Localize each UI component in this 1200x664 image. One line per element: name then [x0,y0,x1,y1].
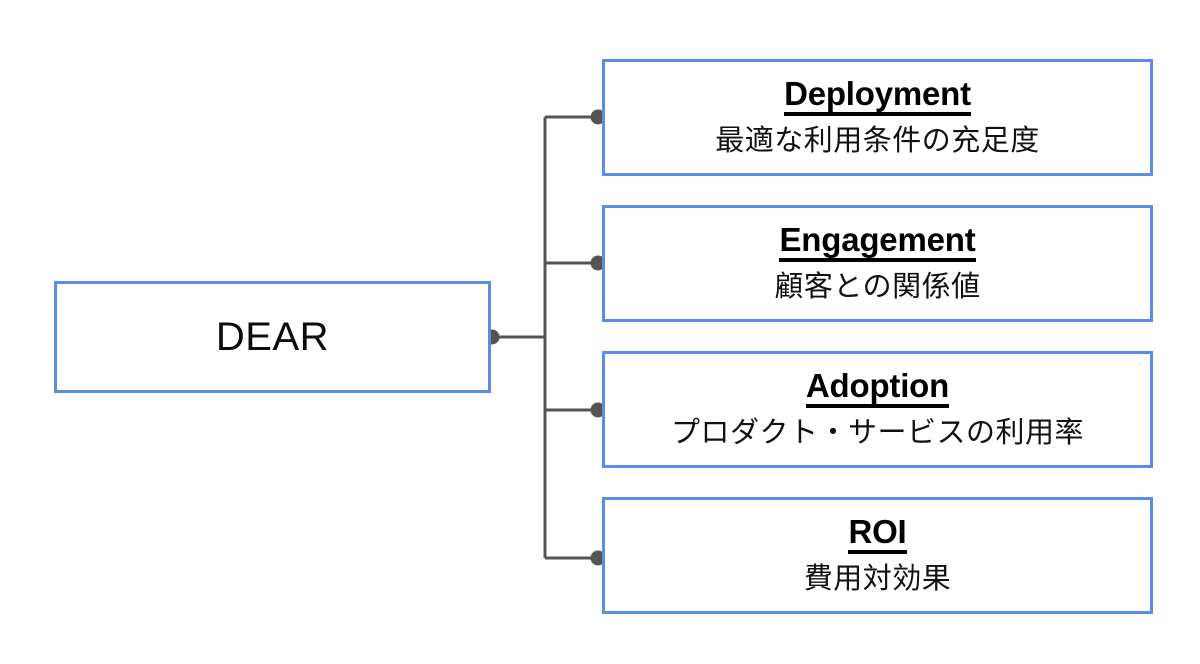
branch-description: 顧客との関係値 [774,271,981,304]
root-node[interactable]: DEAR [54,281,491,393]
branch-description: 費用対効果 [803,563,952,596]
branch-node-engagement[interactable]: Engagement 顧客との関係値 [602,205,1153,322]
branch-title: Engagement [779,221,976,263]
branch-description: プロダクト・サービスの利用率 [670,417,1084,450]
branch-title: ROI [848,513,907,555]
branch-description: 最適な利用条件の充足度 [715,125,1040,158]
branch-node-adoption[interactable]: Adoption プロダクト・サービスの利用率 [602,351,1153,468]
root-node-label: DEAR [215,315,330,359]
branch-node-deployment[interactable]: Deployment 最適な利用条件の充足度 [602,59,1153,176]
branch-node-roi[interactable]: ROI 費用対効果 [602,497,1153,614]
branch-title: Deployment [784,75,971,117]
branch-title: Adoption [805,367,949,409]
